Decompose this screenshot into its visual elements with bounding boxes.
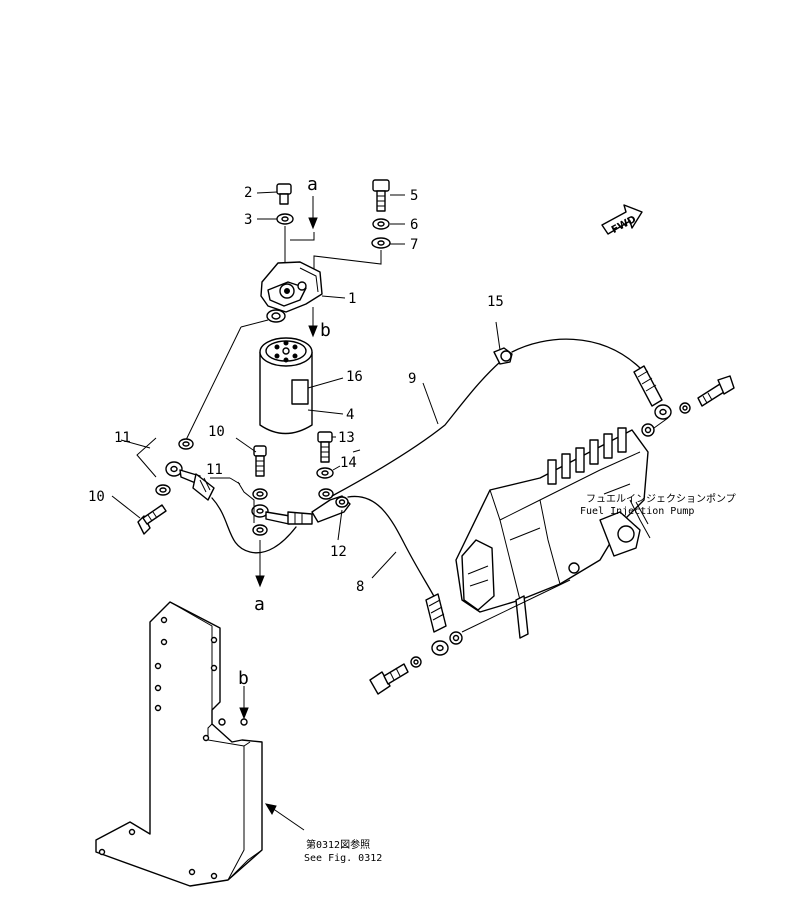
callout-3: 3	[244, 212, 252, 228]
washer-lower-a	[449, 631, 463, 645]
ref-note-en: See Fig. 0312	[304, 853, 382, 864]
callout-5: 5	[410, 188, 418, 204]
washer-lower-b	[410, 656, 422, 668]
callout-2: 2	[244, 185, 252, 201]
callout-4: 4	[346, 407, 354, 423]
washer-12-upper	[318, 488, 334, 500]
banjo-bolt-10-middle	[253, 445, 267, 477]
banjo-fitting-middle	[251, 504, 313, 525]
callout-15: 15	[487, 294, 504, 310]
letter-a-top: a	[307, 174, 318, 195]
bolt-2	[276, 183, 292, 205]
bolt-5	[372, 179, 390, 212]
filter-cartridge-4	[259, 337, 313, 435]
hose-fitting-right	[633, 365, 672, 420]
banjo-bolt-right	[697, 375, 735, 407]
washer-left-lower	[155, 484, 171, 496]
washer-right-b	[679, 402, 691, 414]
fuel-hose-8	[347, 495, 437, 601]
callout-6: 6	[410, 217, 418, 233]
washer-right-a	[641, 423, 655, 437]
filter-head-1	[260, 261, 323, 323]
callout-11-middle: 11	[206, 462, 223, 478]
callout-14: 14	[340, 455, 357, 471]
callout-7: 7	[410, 237, 418, 253]
callout-12: 12	[330, 544, 347, 560]
washer-middle-upper	[252, 488, 268, 500]
letter-b-top: b	[320, 320, 331, 341]
letter-a-bottom: a	[254, 594, 265, 615]
callout-11-left: 11	[114, 430, 131, 446]
callout-10-left: 10	[88, 489, 105, 505]
bolt-13	[317, 431, 333, 463]
fuel-injection-pump	[455, 427, 649, 639]
pump-label-en: Fuel Injection Pump	[580, 506, 694, 517]
washer-left-upper	[178, 438, 194, 450]
washer-14	[316, 467, 334, 479]
fuel-hose-9	[331, 361, 501, 497]
washer-middle-lower	[252, 524, 268, 536]
fwd-arrow-icon: FWD	[601, 204, 643, 236]
letter-b-bottom: b	[238, 668, 249, 689]
callout-8: 8	[356, 579, 364, 595]
hose-fitting-lower	[425, 593, 449, 656]
washer-7	[371, 237, 391, 249]
banjo-bolt-10-left	[137, 504, 167, 535]
washer-6	[372, 218, 390, 230]
banjo-bolt-lower	[369, 663, 409, 695]
washer-3	[276, 213, 294, 225]
ref-note-jp: 第0312図参照	[306, 838, 370, 851]
callout-1: 1	[348, 291, 356, 307]
banjo-fitting-left	[165, 461, 215, 501]
callout-16: 16	[346, 369, 363, 385]
callout-13: 13	[338, 430, 355, 446]
hose-clip-15	[493, 347, 513, 365]
callout-10-middle: 10	[208, 424, 225, 440]
mounting-bracket	[95, 601, 263, 887]
tee-joint-12	[311, 495, 351, 523]
callout-9: 9	[408, 371, 416, 387]
pump-label-jp: フュエルインジェクションポンプ	[586, 493, 736, 505]
